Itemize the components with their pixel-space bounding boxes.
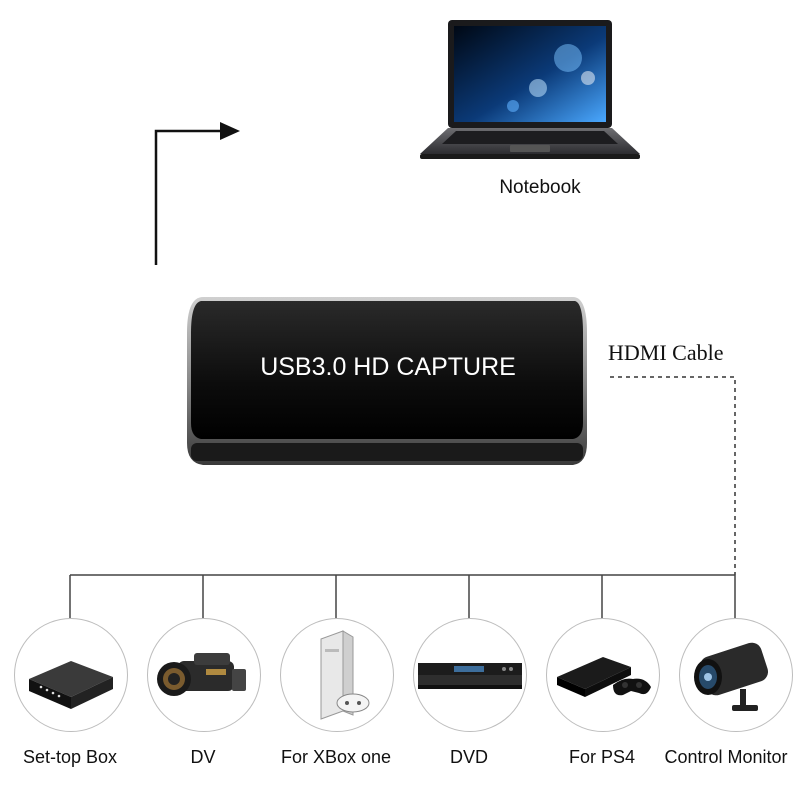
ps4-icon: [547, 619, 659, 731]
hdmi-cable-line: [610, 377, 735, 575]
source-label: Control Monitor: [655, 747, 797, 768]
source-label: For PS4: [542, 747, 662, 768]
source-label: Set-top Box: [10, 747, 130, 768]
usb-arrow-line: [156, 131, 222, 265]
capture-device: USB3.0 HD CAPTURE: [183, 293, 593, 468]
source-ps4: [546, 618, 660, 732]
source-dvd: [413, 618, 527, 732]
usb-arrow-head: [220, 122, 240, 140]
source-dv: [147, 618, 261, 732]
laptop-icon: [418, 18, 644, 162]
set-top-box-icon: [15, 619, 127, 731]
source-label: DVD: [409, 747, 529, 768]
xbox-icon: [281, 619, 393, 731]
dvd-player-icon: [414, 619, 526, 731]
source-xbox-one: [280, 618, 394, 732]
hdmi-cable-label: HDMI Cable: [608, 340, 723, 366]
source-label: For XBox one: [270, 747, 402, 768]
security-camera-icon: [680, 619, 792, 731]
notebook-label: Notebook: [470, 177, 610, 199]
source-control-monitor: [679, 618, 793, 732]
source-label: DV: [143, 747, 263, 768]
source-set-top-box: [14, 618, 128, 732]
capture-device-label: USB3.0 HD CAPTURE: [260, 353, 516, 381]
camcorder-icon: [148, 619, 260, 731]
